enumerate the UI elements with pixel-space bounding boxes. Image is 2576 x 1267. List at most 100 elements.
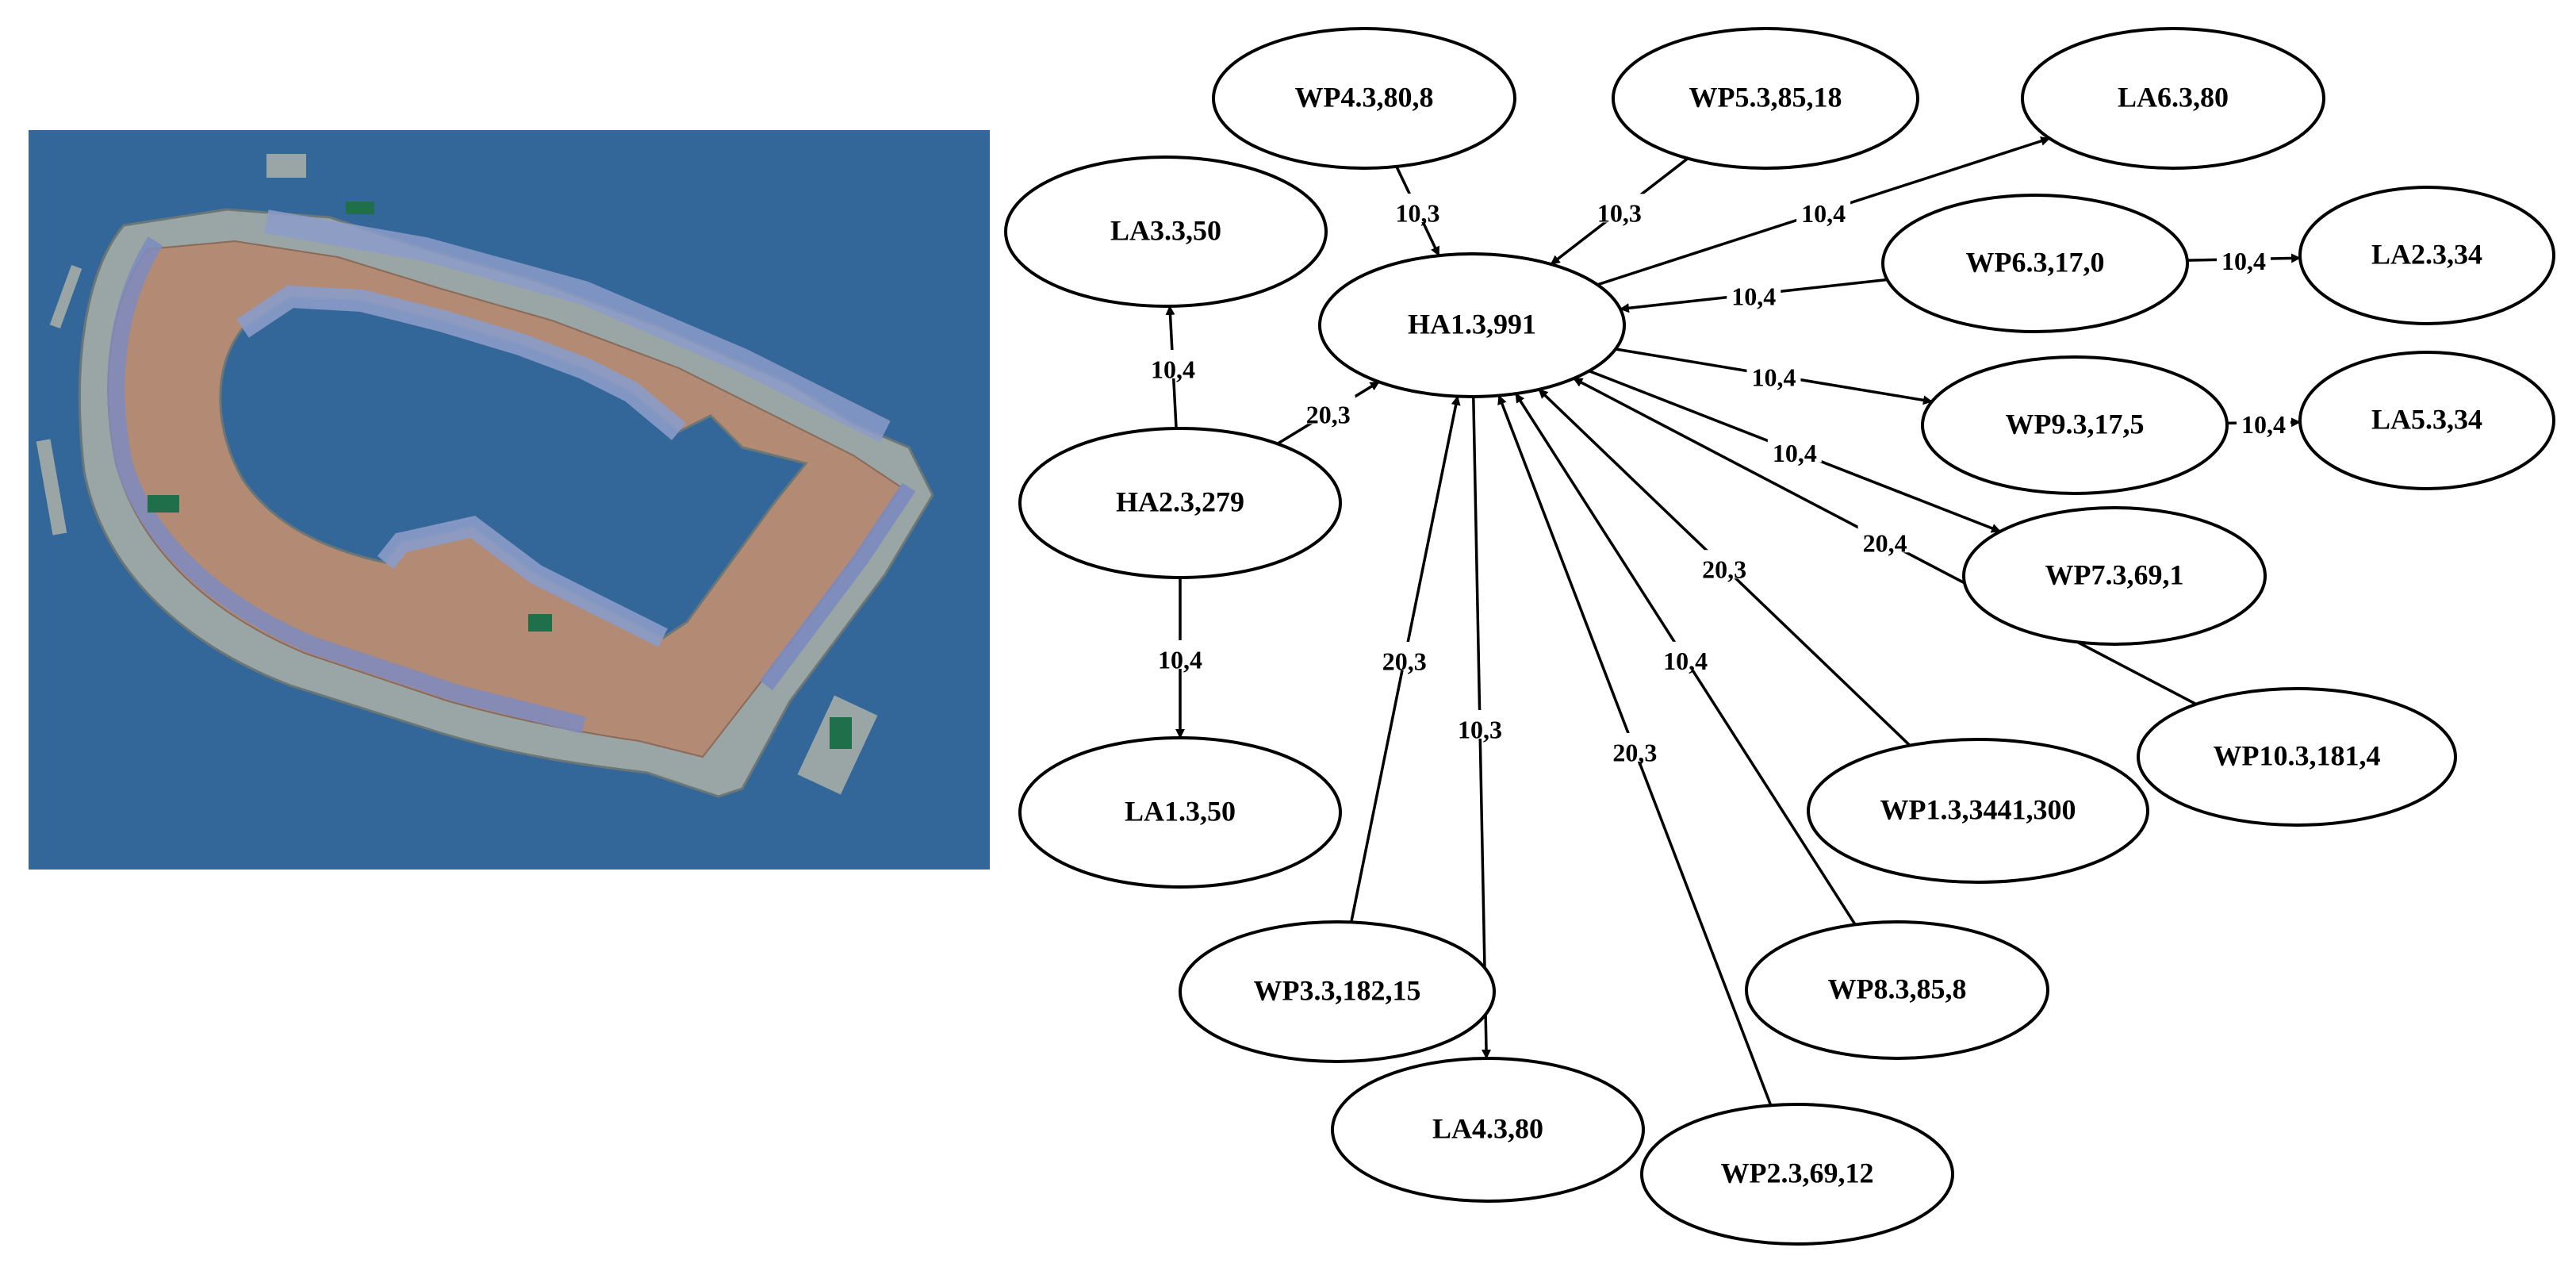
- node-ellipse: [1179, 920, 1496, 1063]
- edge-label-background: [1608, 732, 1662, 762]
- node-label: WP4.3,80,8: [1295, 81, 1434, 113]
- node-ellipse: [2021, 27, 2325, 170]
- node-la1: LA1.3,50: [1018, 736, 1342, 889]
- node-label: WP8.3,85,8: [1828, 973, 1967, 1004]
- edge-label: 20,3: [1702, 555, 1746, 584]
- edge-label-background: [1153, 640, 1207, 669]
- edge-label-background: [1390, 194, 1445, 223]
- node-ellipse: [2298, 186, 2555, 325]
- node-ellipse: [1018, 427, 1342, 579]
- edge-label: 10,4: [1158, 645, 1202, 674]
- detached-panel: [266, 154, 306, 178]
- node-label: LA1.3,50: [1125, 795, 1236, 827]
- node-ellipse: [2137, 687, 2457, 827]
- node-la3: LA3.3,50: [1004, 155, 1328, 308]
- edge-label-background: [1767, 433, 1822, 463]
- node-label: HA1.3,991: [1408, 308, 1536, 340]
- node-la4: LA4.3,80: [1331, 1057, 1645, 1203]
- edge-label: 10,4: [1801, 199, 1846, 228]
- detached-panel: [36, 439, 67, 536]
- room-marker: [346, 202, 374, 214]
- room-marker: [528, 614, 552, 632]
- edge-label-background: [1453, 709, 1507, 739]
- node-ellipse: [1962, 506, 2267, 646]
- node-wp8: WP8.3,85,8: [1745, 920, 2049, 1060]
- node-ellipse: [1881, 194, 2189, 333]
- node-label: LA5.3,34: [2371, 403, 2482, 435]
- node-wp5: WP5.3,85,18: [1612, 27, 1919, 170]
- edge-label: 10,3: [1396, 198, 1440, 227]
- edge-label: 10,4: [1773, 439, 1817, 467]
- room-marker: [830, 717, 852, 749]
- edge-label-background: [1727, 276, 1781, 305]
- node-label: LA6.3,80: [2118, 81, 2229, 113]
- edge-label-background: [1746, 358, 1801, 387]
- node-ellipse: [1004, 155, 1328, 308]
- inner-wall-south: [377, 516, 668, 647]
- node-la5: LA5.3,34: [2298, 351, 2555, 490]
- edge-label-background: [1658, 641, 1713, 670]
- edge-label: 20,3: [1612, 738, 1657, 766]
- node-ellipse: [1612, 27, 1919, 170]
- inner-wall: [236, 285, 686, 440]
- node-wp3: WP3.3,182,15: [1179, 920, 1496, 1063]
- north-wall: [264, 209, 891, 443]
- node-ellipse: [1745, 920, 2049, 1060]
- node-wp1: WP1.3,3441,300: [1807, 738, 2149, 884]
- node-label: HA2.3,279: [1116, 486, 1244, 517]
- edge-label: 10,4: [2241, 410, 2286, 439]
- node-ellipse: [1921, 355, 2229, 495]
- node-wp2: WP2.3,69,12: [1640, 1103, 1954, 1246]
- node-ha2: HA2.3,279: [1018, 427, 1342, 579]
- node-ellipse: [1018, 736, 1342, 889]
- node-label: WP6.3,17,0: [1966, 246, 2105, 278]
- node-ellipse: [1318, 252, 1626, 398]
- node-label: WP7.3,69,1: [2045, 559, 2184, 590]
- edge-label: 10,3: [1597, 199, 1642, 228]
- node-ellipse: [1807, 738, 2149, 884]
- edge-label-background: [2216, 241, 2271, 271]
- room-marker: [148, 495, 179, 513]
- node-ellipse: [1640, 1103, 1954, 1246]
- node-label: LA2.3,34: [2371, 238, 2482, 270]
- east-wing-wall: [760, 482, 916, 690]
- node-wp7: WP7.3,69,1: [1962, 506, 2267, 646]
- node-wp4: WP4.3,80,8: [1212, 27, 1516, 170]
- courtyard: [219, 295, 808, 639]
- edge-label-background: [2236, 405, 2290, 434]
- node-ellipse: [1212, 27, 1516, 170]
- edge-label-background: [1377, 641, 1432, 670]
- node-la6: LA6.3,80: [2021, 27, 2325, 170]
- edge-label: 10,4: [1151, 355, 1195, 383]
- edge-label: 20,4: [1863, 529, 1907, 558]
- node-label: WP1.3,3441,300: [1880, 793, 2076, 825]
- node-label: LA3.3,50: [1110, 214, 1221, 246]
- edge-label-background: [1697, 550, 1752, 579]
- node-ha1: HA1.3,991: [1318, 252, 1626, 398]
- edge-label-background: [1796, 194, 1851, 223]
- node-label: WP3.3,182,15: [1254, 974, 1421, 1006]
- edge-label: 10,3: [1458, 715, 1502, 743]
- edge-label: 10,4: [1751, 363, 1796, 391]
- node-label: WP10.3,181,4: [2214, 739, 2381, 771]
- edge-label-background: [1592, 194, 1646, 223]
- node-wp6: WP6.3,17,0: [1881, 194, 2189, 333]
- edge-label: 10,4: [1663, 647, 1708, 675]
- edge-label-background: [1857, 524, 1912, 553]
- outer-room-walls: [107, 236, 586, 734]
- edge-label-background: [1301, 395, 1355, 424]
- node-wp9: WP9.3,17,5: [1921, 355, 2229, 495]
- node-wp10: WP10.3,181,4: [2137, 687, 2457, 827]
- node-label: WP5.3,85,18: [1689, 81, 1842, 113]
- node-label: WP2.3,69,12: [1721, 1157, 1874, 1188]
- edge-label: 20,3: [1306, 401, 1351, 429]
- building-3d-render: [29, 130, 990, 870]
- node-label: WP9.3,17,5: [2006, 408, 2145, 440]
- node-label: LA4.3,80: [1432, 1112, 1543, 1144]
- edge-label-background: [1146, 350, 1200, 378]
- detached-panel: [49, 265, 82, 328]
- node-ellipse: [1331, 1057, 1645, 1203]
- edge-label: 20,3: [1382, 647, 1427, 675]
- building-3d-model: [29, 130, 990, 870]
